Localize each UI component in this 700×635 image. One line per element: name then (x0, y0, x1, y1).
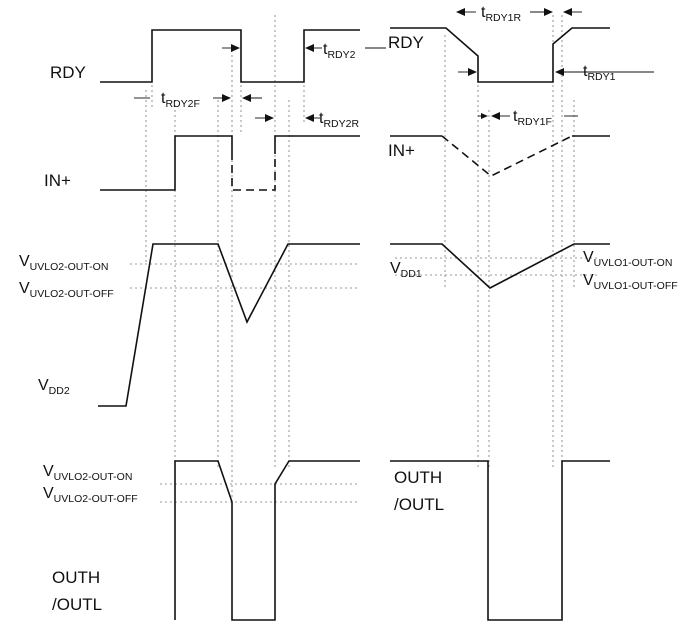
t-rdy1r-label: tRDY1R (481, 4, 521, 24)
t-rdy2-label: tRDY2 (323, 41, 356, 61)
arrowhead (563, 8, 572, 16)
rdy-left-label: RDY (50, 63, 86, 82)
outl-left-label: /OUTL (52, 595, 102, 614)
in-right-dashed-segment (441, 135, 573, 177)
arrowhead (481, 113, 488, 119)
t-rdy1f-label: tRDY1F (513, 108, 552, 128)
arrowhead (456, 8, 465, 16)
rdy1-waveform (390, 27, 610, 83)
outh-right-label: OUTH (394, 468, 442, 487)
out-right-waveform (390, 460, 610, 621)
rdy2-waveform (100, 29, 360, 83)
vdd1-waveform (390, 243, 610, 289)
t-rdy1-label: tRDY1 (583, 63, 616, 83)
t-rdy2f-label: tRDY2F (161, 90, 200, 110)
uvlo1-on-label: VUVLO1-OUT-ON (583, 249, 672, 269)
outh-left-label: OUTH (52, 568, 100, 587)
arrowhead (491, 112, 500, 120)
arrowhead (222, 94, 231, 102)
t-rdy2r-label: tRDY2R (319, 110, 359, 130)
in-left-dashed-segment (231, 152, 276, 191)
left-panel: RDY IN+ VUVLO2-OUT-ON VUVLO2-OUT-OFF VDD… (19, 15, 386, 621)
uvlo1-off-label: VUVLO1-OUT-OFF (583, 272, 678, 292)
vdd2-waveform (98, 243, 360, 407)
arrowhead (544, 8, 553, 16)
arrowhead (468, 68, 477, 76)
out-uvlo2-on-label: VUVLO2-OUT-ON (43, 463, 132, 483)
in-right-label: IN+ (388, 141, 415, 160)
arrowhead (555, 68, 564, 76)
outl-right-label: /OUTL (394, 495, 444, 514)
in-left-waveform (100, 135, 233, 191)
arrowhead (265, 114, 274, 122)
uvlo2-off-label: VUVLO2-OUT-OFF (19, 280, 114, 300)
in-left-label: IN+ (44, 171, 71, 190)
vdd2-label: VDD2 (38, 377, 70, 397)
arrowhead (305, 44, 314, 52)
out-left-waveform (174, 460, 360, 621)
arrowhead (305, 114, 314, 122)
rdy-right-label: RDY (388, 33, 424, 52)
in-left-waveform-tail (274, 135, 360, 152)
arrowhead (242, 94, 251, 102)
out-uvlo2-off-label: VUVLO2-OUT-OFF (43, 485, 138, 505)
uvlo2-on-label: VUVLO2-OUT-ON (19, 253, 108, 273)
arrowhead (231, 44, 240, 52)
right-panel: RDY IN+ VDD1 VUVLO1-OUT-ON VUVLO1-OUT-OF… (388, 4, 678, 621)
vdd1-label: VDD1 (390, 260, 422, 280)
